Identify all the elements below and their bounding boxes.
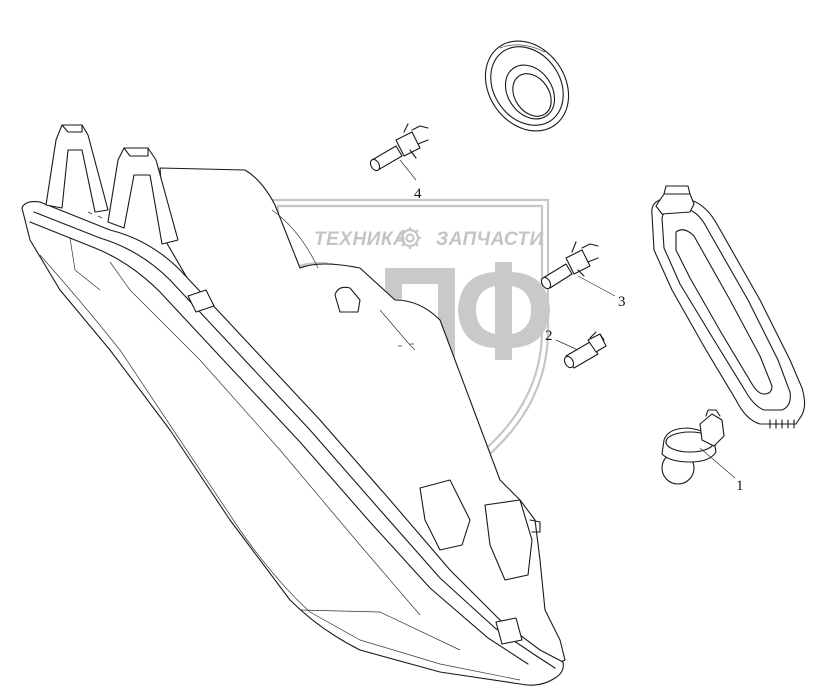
mounting-tab-right: [107, 147, 179, 245]
lens-clip-upper: [187, 289, 215, 313]
leader-line-2: [555, 339, 579, 351]
housing-lens-bottom-line: [39, 254, 521, 681]
lamp-housing: [21, 124, 566, 686]
gear-icon: [399, 227, 421, 249]
gasket-seal: [651, 185, 806, 429]
bulb-part-1: [661, 409, 725, 485]
leader-line-1: [699, 447, 736, 479]
callouts: 1 2 3 4: [414, 186, 744, 494]
housing-lens-facet: [109, 261, 421, 616]
rubber-grommet: [484, 40, 570, 132]
callout-4: 4: [414, 186, 422, 202]
callout-2: 2: [545, 328, 553, 344]
lens-clip-lower: [495, 617, 523, 645]
callout-1: 1: [736, 478, 744, 494]
watermark-text-right: ЗАПЧАСТИ: [436, 229, 544, 250]
mounting-tab-left: [45, 124, 109, 213]
rear-boss-top: [334, 286, 361, 313]
housing-lens-edge-2: [29, 221, 529, 665]
housing-lens-facet-2: [69, 237, 101, 291]
bulb-socket-part-3: [540, 241, 599, 290]
housing-lens-edge: [33, 211, 556, 669]
rear-bracket: [419, 479, 471, 551]
callout-3: 3: [618, 294, 626, 310]
watermark-text-left: ТЕХНИКА: [314, 229, 407, 250]
leader-line-4: [399, 159, 417, 181]
bulb-socket-part-2: [563, 331, 607, 369]
leader-line-3: [577, 275, 616, 297]
housing-lens-facet-3: [299, 609, 461, 651]
bulb-socket-part-4: [369, 123, 429, 172]
rear-bracket-lower: [484, 499, 533, 581]
leader-lines: [399, 159, 736, 479]
